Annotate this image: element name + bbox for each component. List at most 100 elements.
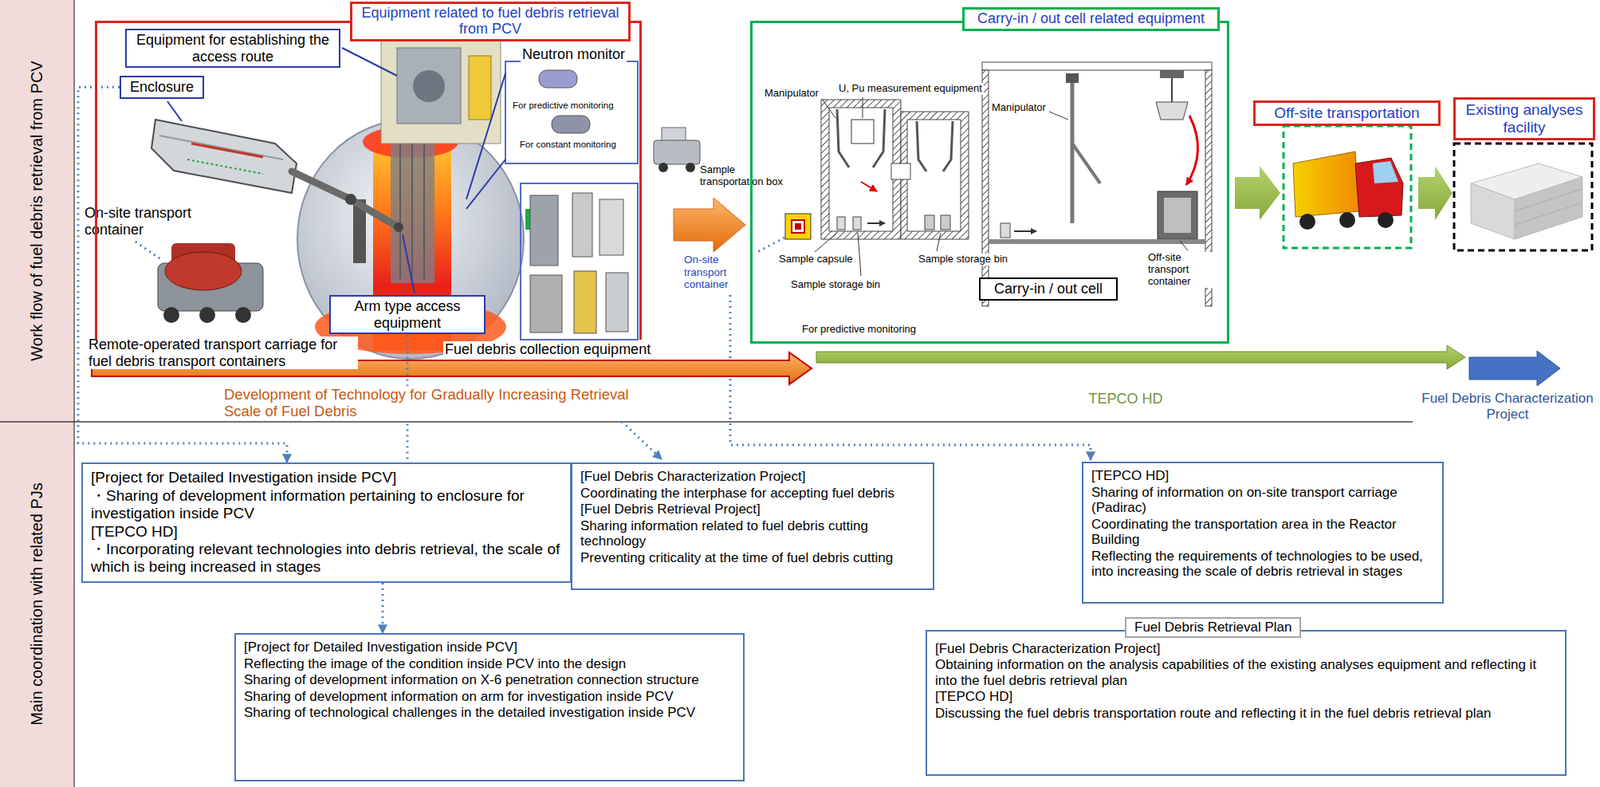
cell-drawing — [891, 163, 911, 180]
label-anchor: Sample storage bin — [916, 253, 1010, 266]
label-anchor: Fuel debris collection equipment — [443, 341, 653, 358]
label-anchor: Remote-operated transport carriage for f… — [86, 336, 358, 370]
truck-image — [1339, 212, 1356, 229]
cell-drawing — [862, 97, 864, 118]
transport-carriage-image — [157, 243, 264, 323]
access-equipment-image — [381, 33, 501, 144]
title-box: Enclosure — [119, 75, 205, 99]
cell-drawing — [1179, 240, 1188, 251]
box-text: Coordinating the transportation area in … — [1091, 516, 1435, 548]
block-arrow — [1418, 165, 1453, 221]
leader-lines — [135, 47, 1091, 460]
truck-image — [1355, 157, 1404, 217]
cell-drawing — [794, 223, 802, 230]
cell-drawing — [1070, 79, 1075, 224]
box-text: Sharing of development information on ar… — [243, 688, 736, 705]
box-text: [Fuel Debris Retrieval Project] — [580, 501, 925, 518]
pcv-illustration — [411, 135, 413, 280]
enclosure-image — [187, 159, 264, 174]
truck-image — [1377, 212, 1394, 229]
region-heading: Carry-in / out cell related equipment — [962, 7, 1220, 32]
annotation-label: Manipulator — [990, 102, 1048, 115]
transport-carriage-image — [199, 306, 216, 323]
annotation-label: Development of Technology for Gradually … — [222, 385, 645, 421]
sample-transport-box-image — [658, 162, 669, 173]
transport-carriage-image — [165, 251, 242, 291]
annotation-label: Sample storage bin — [789, 279, 882, 291]
leader-lines — [466, 159, 506, 209]
label-anchor: Neutron monitor — [520, 46, 627, 63]
cell-drawing — [1065, 73, 1079, 83]
box-text: [Project for Detailed Investigation insi… — [243, 639, 736, 656]
pcv-illustration — [297, 119, 537, 359]
enclosure-image — [191, 143, 264, 158]
box-text: [TEPCO HD] — [90, 522, 563, 541]
box-text: Sharing of development information on X-… — [243, 672, 736, 688]
coordination-box: [Fuel Debris Characterization Project]Co… — [570, 462, 935, 590]
label-anchor: Manipulator — [990, 102, 1048, 115]
box-title: Off-site transportation — [1260, 104, 1434, 122]
label-anchor: Off-site transport container — [1146, 251, 1225, 288]
collection-equipment-images — [520, 183, 638, 340]
annotation-label: Sample transportation box — [698, 164, 795, 189]
box-heading: Fuel Debris Retrieval Plan — [1124, 617, 1302, 638]
cell-drawing — [1171, 78, 1173, 103]
box-text: Preventing criticality at the time of fu… — [580, 550, 925, 567]
cell-drawing — [872, 109, 885, 168]
cell-drawing — [1163, 197, 1192, 233]
title-box: Carry-in / out cell — [978, 277, 1118, 301]
box-title: Carry-in / out cell — [985, 280, 1112, 298]
region-heading: Equipment related to fuel debris retriev… — [349, 1, 631, 42]
box-text: Reflecting the requirements of technolog… — [1091, 548, 1435, 580]
cell-drawing — [785, 213, 811, 240]
enclosure-image — [151, 119, 297, 193]
access-equipment-image — [381, 33, 501, 144]
neutron-monitor-images — [538, 70, 578, 88]
annotation-label: Manipulator — [762, 87, 821, 100]
pcv-illustration — [390, 131, 435, 284]
access-arm — [393, 222, 404, 232]
truck-image — [1299, 213, 1316, 230]
cell-drawing — [860, 181, 877, 192]
cell-drawing — [924, 215, 935, 230]
label-anchor: For predictive monitoring — [511, 100, 616, 111]
flow-arrow — [816, 345, 1466, 370]
annotation-label: Fuel debris collection equipment — [443, 341, 653, 358]
label-anchor: Sample storage bin — [789, 279, 882, 291]
box-text: ・Sharing of development information pert… — [90, 487, 563, 523]
frame — [0, 0, 75, 787]
cell-drawing — [867, 222, 885, 225]
cell-drawing — [791, 220, 805, 233]
collection-equipment-images — [599, 199, 624, 256]
box-text: [Project for Detailed Investigation insi… — [90, 468, 563, 487]
neutron-monitor-images — [551, 115, 590, 134]
title-box: Off-site transportation — [1253, 100, 1441, 126]
access-arm — [291, 171, 404, 232]
sample-transport-box-image — [661, 127, 686, 142]
cell-drawing — [814, 232, 838, 252]
annotation-label: For predictive monitoring — [511, 100, 616, 111]
enclosure-image — [151, 119, 297, 193]
access-equipment-image — [412, 70, 445, 103]
cell-drawing — [821, 98, 836, 118]
row-header: Main coordination with related PJs — [27, 428, 47, 780]
title-box: Arm type access equipment — [329, 294, 486, 335]
block-arrow — [1234, 165, 1281, 221]
box-text: Sharing information related to fuel debr… — [580, 518, 925, 550]
annotation-label: U, Pu measurement equipment — [837, 82, 984, 95]
box-title: Existing analyses facility — [1460, 101, 1589, 137]
annotation-label: On-site transport container — [682, 253, 756, 291]
annotation-label: Fuel Debris Characterization Project — [1419, 390, 1597, 422]
cell-drawing — [821, 99, 901, 240]
cell-drawing — [837, 109, 850, 168]
coordination-box: [TEPCO HD]Sharing of information on on-s… — [1081, 461, 1444, 604]
cell-drawing — [1049, 111, 1069, 120]
label-anchor: On-site transport container — [82, 204, 215, 238]
label-anchor: Development of Technology for Gradually … — [222, 385, 645, 421]
row-header: Work flow of fuel debris retrieval from … — [27, 3, 47, 419]
truck-image — [1372, 161, 1399, 184]
collection-equipment-images — [572, 192, 593, 257]
label-anchor: U, Pu measurement equipment — [837, 82, 984, 95]
